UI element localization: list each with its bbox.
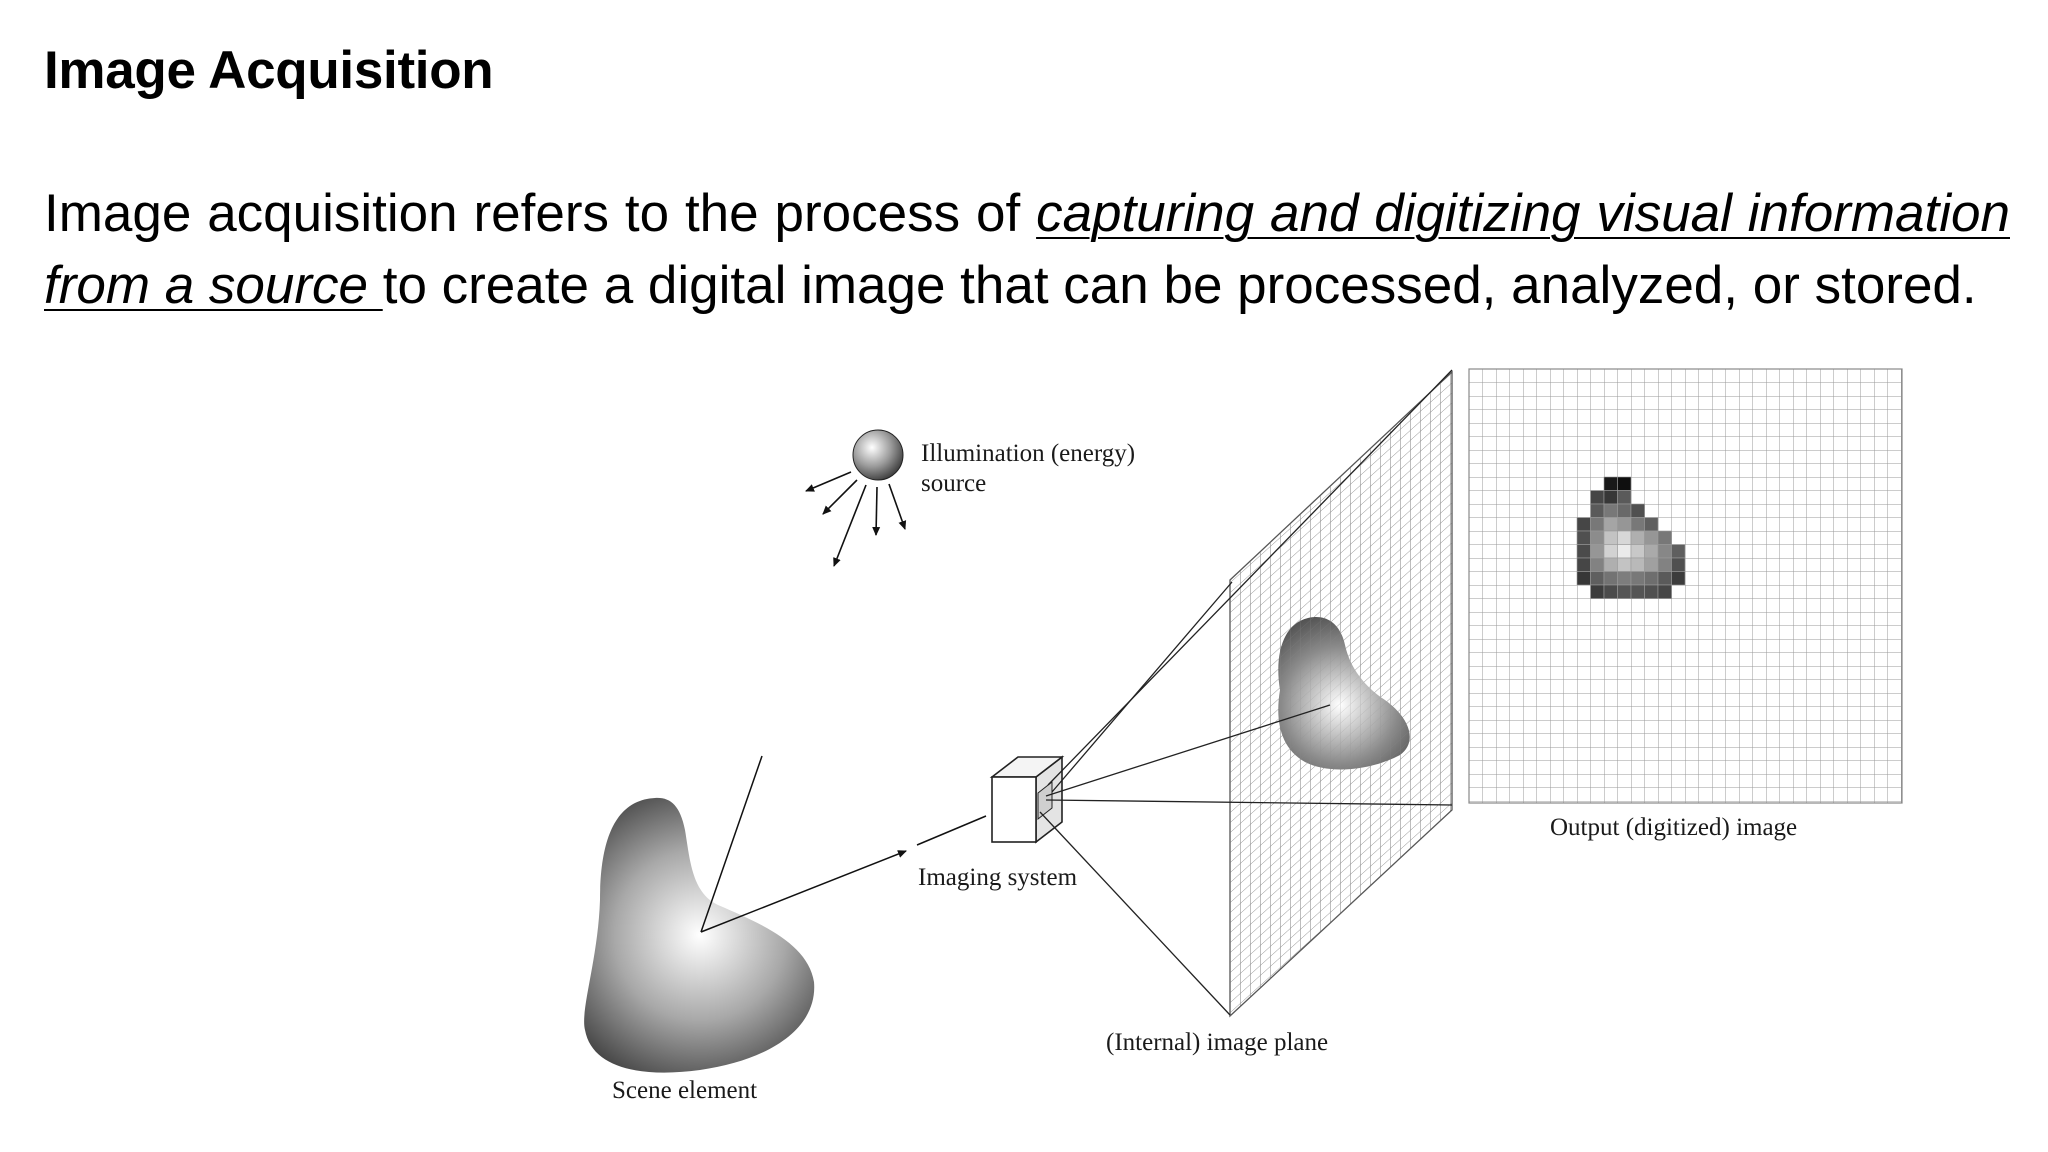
illumination-label-line2: source (921, 470, 986, 497)
digitized-pixel (1644, 557, 1659, 572)
digitized-pixel (1671, 571, 1686, 586)
digitized-pixel (1630, 517, 1645, 532)
light-source-sphere (852, 429, 904, 481)
digitized-pixel (1603, 571, 1618, 586)
image-plane-label: (Internal) image plane (1106, 1029, 1328, 1056)
digitized-pixel (1576, 530, 1591, 545)
slide-body-text: Image acquisition refers to the process … (44, 178, 2010, 322)
digitized-pixel (1630, 544, 1645, 559)
digitized-pixel (1576, 517, 1591, 532)
internal-image-plane (1229, 370, 1453, 1018)
digitized-pixel (1590, 503, 1605, 518)
digitized-pixel (1603, 544, 1618, 559)
digitized-pixel (1603, 584, 1618, 599)
digitized-pixel (1657, 544, 1672, 559)
illumination-label-line1: Illumination (energy) (921, 440, 1135, 467)
body-text-rest: to create a digital image that can be pr… (382, 256, 1977, 315)
digitized-pixel (1617, 503, 1632, 518)
digitized-pixel (1590, 530, 1605, 545)
digitized-pixel (1671, 544, 1686, 559)
digitized-pixel (1630, 530, 1645, 545)
digitized-pixel (1630, 571, 1645, 586)
digitized-output-image (1468, 368, 1903, 804)
digitized-pixel (1630, 503, 1645, 518)
imaging-system-label: Imaging system (918, 864, 1078, 891)
digitized-pixel (1644, 584, 1659, 599)
digitized-pixels (1576, 476, 1686, 599)
digitized-pixel (1630, 584, 1645, 599)
digitized-pixel (1657, 530, 1672, 545)
digitized-pixel (1617, 557, 1632, 572)
digitized-pixel (1617, 571, 1632, 586)
digitized-pixel (1657, 584, 1672, 599)
scene-element-label: Scene element (612, 1077, 757, 1104)
digitized-pixel (1576, 544, 1591, 559)
digitized-pixel (1590, 557, 1605, 572)
digitized-pixel (1657, 557, 1672, 572)
body-text-emphasis: capturing and digitizing visual informat… (44, 184, 2010, 315)
digitized-pixel (1617, 517, 1632, 532)
digitized-pixel (1644, 544, 1659, 559)
digitized-pixel (1603, 517, 1618, 532)
output-image-grid (1468, 368, 1903, 804)
body-text-intro: Image acquisition refers to the process … (44, 184, 1037, 243)
digitized-pixel (1590, 490, 1605, 505)
slide-title: Image Acquisition (44, 41, 494, 100)
digitized-pixel (1671, 557, 1686, 572)
digitized-pixel (1603, 476, 1618, 491)
digitized-pixel (1590, 544, 1605, 559)
light-rays (805, 471, 907, 567)
digitized-pixel (1590, 571, 1605, 586)
digitized-pixel (1644, 517, 1659, 532)
digitized-pixel (1617, 530, 1632, 545)
digitized-pixel (1590, 517, 1605, 532)
digitized-pixel (1603, 530, 1618, 545)
digitized-pixel (1630, 557, 1645, 572)
illumination-source (805, 429, 907, 567)
digitized-pixel (1617, 544, 1632, 559)
digitized-pixel (1603, 557, 1618, 572)
digitized-pixel (1603, 503, 1618, 518)
digitized-pixel (1576, 557, 1591, 572)
scene-element-shape (584, 797, 815, 1073)
digitized-pixel (1576, 571, 1591, 586)
output-image-label: Output (digitized) image (1550, 814, 1797, 841)
reflection-rays (700, 755, 987, 933)
digitized-pixel (1617, 584, 1632, 599)
digitized-pixel (1644, 571, 1659, 586)
digitized-pixel (1603, 490, 1618, 505)
projection-lines (1039, 369, 1453, 1016)
digitized-pixel (1617, 490, 1632, 505)
digitized-pixel (1644, 530, 1659, 545)
digitized-pixel (1617, 476, 1632, 491)
digitized-pixel (1590, 584, 1605, 599)
digitized-pixel (1657, 571, 1672, 586)
